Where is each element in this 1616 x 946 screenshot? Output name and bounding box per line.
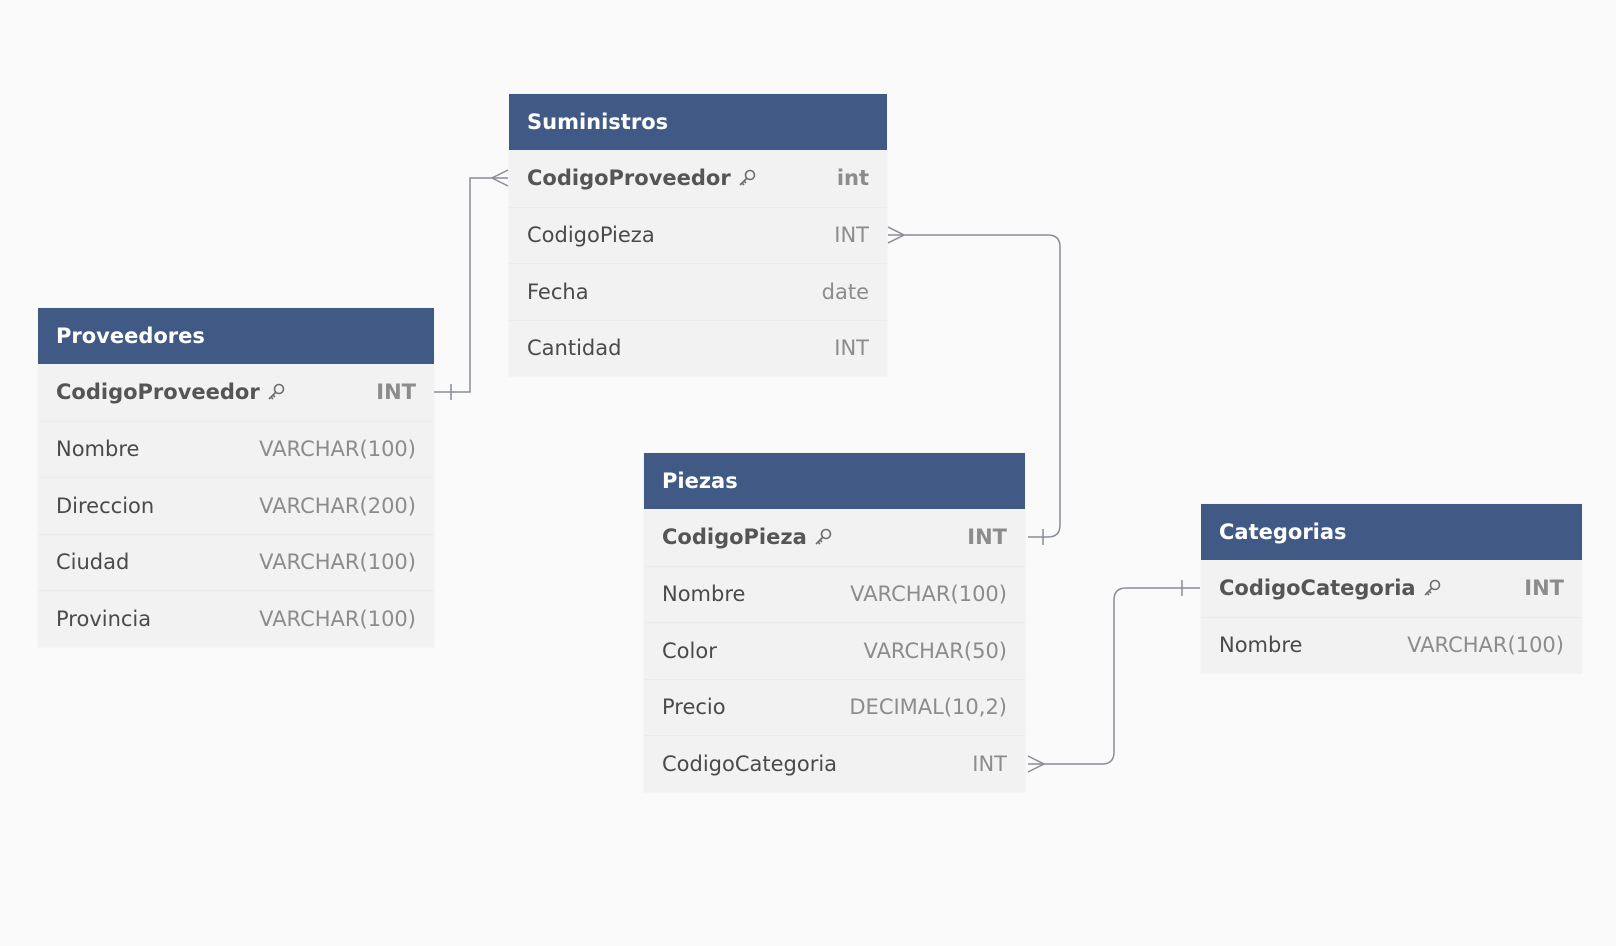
table-header[interactable]: Suministros <box>509 94 887 150</box>
field-type: INT <box>376 380 416 405</box>
key-icon <box>813 527 833 547</box>
field-type: INT <box>972 751 1007 776</box>
field-type: VARCHAR(100) <box>259 437 416 462</box>
table-header[interactable]: Proveedores <box>38 308 434 364</box>
table-row[interactable]: Color VARCHAR(50) <box>644 622 1025 679</box>
table-piezas[interactable]: Piezas CodigoPieza INT Nombre VARCHAR(10… <box>644 453 1025 792</box>
table-row[interactable]: CodigoPieza INT <box>644 509 1025 566</box>
field-type: INT <box>1524 576 1564 601</box>
field-name: CodigoCategoria <box>662 751 838 776</box>
table-title: Categorias <box>1219 520 1347 544</box>
field-name: Cantidad <box>527 336 622 361</box>
table-row[interactable]: Precio DECIMAL(10,2) <box>644 678 1025 736</box>
field-name: Direccion <box>56 493 155 518</box>
field-name: Provincia <box>56 606 152 631</box>
table-row[interactable]: Nombre VARCHAR(100) <box>38 420 434 478</box>
table-row[interactable]: Cantidad INT <box>509 319 887 377</box>
field-type: VARCHAR(200) <box>259 493 416 518</box>
table-title: Suministros <box>527 110 669 134</box>
table-row[interactable]: Provincia VARCHAR(100) <box>38 590 434 647</box>
table-row[interactable]: CodigoProveedor INT <box>38 364 434 421</box>
table-row[interactable]: Direccion VARCHAR(200) <box>38 477 434 534</box>
key-icon <box>1422 578 1442 598</box>
relation-proveedores-suministros[interactable] <box>434 169 509 400</box>
field-name: CodigoProveedor <box>56 380 260 405</box>
field-name: Color <box>662 638 717 663</box>
field-name: Ciudad <box>56 550 130 575</box>
key-icon <box>266 382 286 402</box>
field-name: CodigoProveedor <box>527 166 731 191</box>
field-name: CodigoPieza <box>527 223 655 248</box>
key-icon <box>737 168 757 188</box>
field-name: Nombre <box>56 437 140 462</box>
table-suministros[interactable]: Suministros CodigoProveedor int CodigoPi… <box>509 94 887 376</box>
field-type: VARCHAR(50) <box>863 638 1007 663</box>
field-type: int <box>836 166 869 191</box>
field-type: date <box>821 279 869 304</box>
table-row[interactable]: CodigoProveedor int <box>509 150 887 207</box>
field-type: INT <box>834 336 869 361</box>
relation-piezas-categorias[interactable] <box>1027 580 1200 773</box>
table-row[interactable]: CodigoCategoria INT <box>644 735 1025 792</box>
field-type: VARCHAR(100) <box>259 550 416 575</box>
table-title: Proveedores <box>56 324 205 348</box>
field-name: Nombre <box>662 582 746 607</box>
table-row[interactable]: CodigoCategoria INT <box>1201 560 1582 617</box>
table-row[interactable]: Nombre VARCHAR(100) <box>1201 616 1582 674</box>
field-type: VARCHAR(100) <box>850 582 1007 607</box>
table-proveedores[interactable]: Proveedores CodigoProveedor INT Nombre V… <box>38 308 434 647</box>
field-type: INT <box>834 223 869 248</box>
field-type: INT <box>967 525 1007 550</box>
table-row[interactable]: Nombre VARCHAR(100) <box>644 565 1025 623</box>
table-header[interactable]: Piezas <box>644 453 1025 509</box>
field-name: Fecha <box>527 279 589 304</box>
field-type: DECIMAL(10,2) <box>849 695 1007 720</box>
table-row[interactable]: CodigoPieza INT <box>509 206 887 264</box>
field-name: Nombre <box>1219 633 1303 658</box>
table-title: Piezas <box>662 469 738 493</box>
table-row[interactable]: Ciudad VARCHAR(100) <box>38 533 434 591</box>
table-row[interactable]: Fecha date <box>509 263 887 320</box>
table-categorias[interactable]: Categorias CodigoCategoria INT Nombre VA… <box>1201 504 1582 673</box>
field-type: VARCHAR(100) <box>259 606 416 631</box>
field-type: VARCHAR(100) <box>1407 633 1564 658</box>
table-header[interactable]: Categorias <box>1201 504 1582 560</box>
field-name: Precio <box>662 695 726 720</box>
field-name: CodigoCategoria <box>1219 576 1416 601</box>
field-name: CodigoPieza <box>662 525 807 550</box>
